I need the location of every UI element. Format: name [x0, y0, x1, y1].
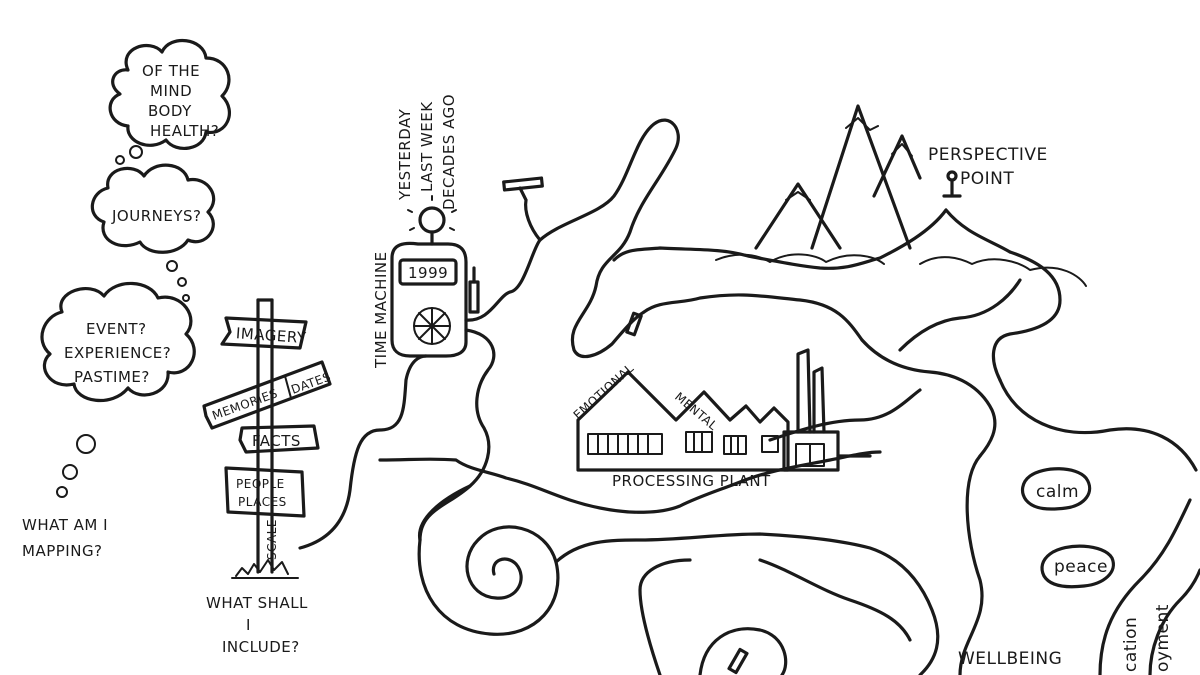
- plant-name: PROCESSING PLANT: [612, 472, 771, 490]
- signpost: IMAGERY MEMORIES DATES FACTS PEOPLE PLAC…: [202, 298, 333, 579]
- pole-scale-label: SCALE: [265, 519, 279, 560]
- time-machine-display: 1999: [408, 264, 448, 282]
- bubble-lower-line-2: EXPERIENCE?: [64, 344, 171, 362]
- time-machine-label: TIME MACHINE: [372, 251, 390, 369]
- sign-imagery: IMAGERY: [235, 324, 307, 347]
- bubble-top-line-2: MIND: [150, 82, 192, 100]
- trail-dot: [129, 145, 143, 159]
- thought-bubble-middle: JOURNEYS?: [90, 163, 216, 254]
- sign-facts: FACTS: [252, 432, 301, 450]
- question-include-line-2: I: [246, 616, 251, 634]
- question-map-line-1: WHAT AM I: [22, 516, 108, 534]
- trail-dot: [56, 486, 68, 498]
- processing-plant: EMOTIONAL MENTAL PROCESSING PLANT: [571, 348, 872, 490]
- sign-people: PEOPLE: [236, 477, 285, 491]
- sign-places: PLACES: [238, 495, 287, 509]
- trail-dot: [62, 464, 78, 480]
- bubble-top-line-3: BODY: [148, 102, 192, 120]
- trail-dot: [76, 434, 96, 454]
- question-include-line-1: WHAT SHALL: [206, 594, 308, 612]
- bubble-top-line-1: OF THE: [142, 62, 200, 80]
- plant-roof-mental: MENTAL: [672, 390, 720, 434]
- question-include-line-3: INCLUDE?: [222, 638, 300, 656]
- lake-bubble-calm: calm: [1036, 482, 1079, 502]
- perspective-line-1: PERSPECTIVE: [928, 145, 1048, 165]
- question-map-line-2: MAPPING?: [22, 542, 103, 560]
- lake-side-word-2: oyment: [1153, 604, 1173, 672]
- road-network: [298, 118, 1062, 675]
- perspective-line-2: POINT: [960, 169, 1014, 189]
- time-yesterday: YESTERDAY: [396, 108, 414, 201]
- time-machine: 1999 TIME MACHINE: [372, 195, 480, 369]
- trail-dot: [177, 277, 187, 287]
- time-last-week: LAST WEEK: [418, 101, 436, 192]
- time-decades-ago: DECADES AGO: [440, 94, 458, 210]
- bubble-middle-text: JOURNEYS?: [111, 207, 201, 225]
- mountains: PERSPECTIVE POINT: [715, 104, 1087, 287]
- bubble-lower-line-3: PASTIME?: [74, 368, 150, 386]
- thought-bubble-lower: EVENT? EXPERIENCE? PASTIME?: [40, 281, 196, 403]
- thought-bubble-top: OF THE MIND BODY HEALTH?: [108, 38, 231, 150]
- bubble-lower-line-1: EVENT?: [86, 320, 147, 338]
- lake-bubble-peace: peace: [1054, 557, 1108, 577]
- trail-dot: [166, 260, 178, 272]
- trail-dot: [182, 294, 190, 302]
- bubble-top-line-4: HEALTH?: [150, 122, 219, 140]
- lake-name-line-1: WELLBEING: [958, 649, 1062, 669]
- wellbeing-lake: calm peace WELLBEING cation oyment: [958, 378, 1200, 675]
- antenna-bulb: [418, 206, 446, 234]
- plant-roof-emotional: EMOTIONAL: [571, 361, 637, 422]
- lake-side-word-1: cation: [1121, 617, 1141, 672]
- trail-dot: [115, 155, 125, 165]
